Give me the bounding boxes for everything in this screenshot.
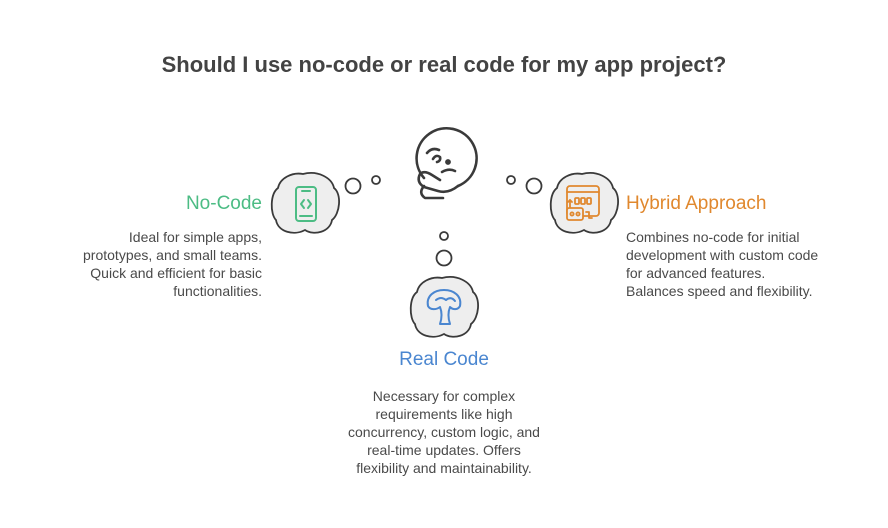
realcode-description: Necessary for complex requirements like … <box>348 388 540 476</box>
nocode-cloud <box>270 172 340 234</box>
dashboard-window-icon <box>566 185 600 221</box>
nocode-description: Ideal for simple apps, prototypes, and s… <box>83 229 262 299</box>
brain-icon <box>426 289 462 325</box>
realcode-label: Real Code <box>399 349 489 370</box>
hybrid-cloud <box>549 172 619 234</box>
thought-bubbles <box>344 175 543 267</box>
hybrid-label: Hybrid Approach <box>626 193 767 214</box>
page-title: Should I use no-code or real code for my… <box>161 52 727 77</box>
hybrid-description: Combines no-code for initial development… <box>626 229 819 299</box>
nocode-label: No-Code <box>185 193 262 214</box>
mobile-code-icon <box>295 186 317 222</box>
thinking-face-icon <box>415 127 478 200</box>
realcode-cloud <box>409 276 479 338</box>
